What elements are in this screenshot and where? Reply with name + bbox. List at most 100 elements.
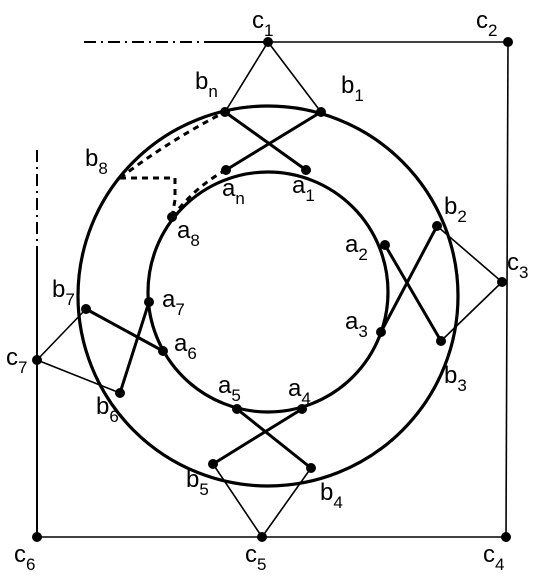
label-b6-sub: 6 (109, 407, 118, 426)
node-c5 (257, 532, 267, 542)
node-b3 (436, 336, 446, 346)
label-b8: b8 (85, 145, 108, 178)
label-b4-sub: 4 (333, 493, 342, 512)
label-c3-base: c (507, 249, 519, 276)
frame (36, 41, 268, 537)
label-a4-base: a (288, 375, 302, 402)
label-a3: a3 (345, 308, 368, 341)
node-b2 (432, 221, 442, 231)
label-a8-sub: 8 (190, 231, 199, 250)
edge-c3-b2 (436, 225, 503, 283)
node-a8 (167, 212, 177, 222)
edge-b6-a7 (118, 301, 151, 394)
node-a7 (144, 297, 154, 307)
label-a5-sub: 5 (231, 386, 240, 405)
edge-c7-b6 (36, 359, 121, 394)
node-a1 (301, 165, 311, 175)
edge-b3-a2 (383, 244, 443, 342)
edge-b7-a6 (85, 307, 164, 353)
edge-b2-a3 (379, 225, 439, 333)
label-c3-sub: 3 (519, 263, 528, 282)
label-c7-base: c (6, 344, 18, 371)
label-a3-base: a (345, 308, 359, 335)
label-b7: b7 (52, 276, 75, 309)
node-b4 (306, 463, 316, 473)
label-c2-sub: 2 (488, 21, 497, 40)
label-a1-base: a (292, 172, 306, 199)
label-an-base: a (222, 175, 236, 202)
node-c2 (503, 37, 513, 47)
edge-c5-b5 (212, 463, 263, 538)
label-b4-base: b (320, 479, 333, 506)
label-b5-base: b (186, 466, 199, 493)
node-a3 (376, 327, 386, 337)
label-c4: c4 (483, 541, 504, 574)
label-c6-base: c (14, 541, 26, 568)
label-a4: a4 (288, 375, 311, 408)
label-c1-sub: 1 (264, 21, 273, 40)
label-b1: b1 (341, 72, 364, 105)
label-b5-sub: 5 (199, 480, 208, 499)
label-a6: a6 (174, 330, 197, 363)
edge-bn-a1 (224, 110, 307, 172)
edge-c5-b4 (261, 467, 312, 538)
label-c6-sub: 6 (26, 555, 35, 574)
node-c7 (32, 355, 42, 365)
edge-c7-b7 (36, 308, 87, 361)
node-a6 (158, 346, 168, 356)
node-c4 (501, 532, 511, 542)
node-c6 (32, 532, 42, 542)
label-c5-sub: 5 (257, 555, 266, 574)
label-a2: a2 (345, 231, 368, 264)
edge-c2-c4 (505, 41, 509, 538)
label-b2: b2 (444, 193, 467, 226)
label-bn-sub: n (208, 82, 217, 101)
label-a6-sub: 6 (187, 344, 196, 363)
edge-b5-a4 (212, 407, 303, 466)
label-an: an (222, 175, 245, 208)
node-a4 (297, 404, 307, 414)
label-c6: c6 (14, 541, 35, 574)
inner-ring (146, 170, 390, 414)
node-a5 (232, 404, 242, 414)
label-a7-base: a (162, 286, 176, 313)
label-c5: c5 (245, 541, 266, 574)
label-a3-sub: 3 (358, 322, 367, 341)
label-b6-base: b (96, 393, 109, 420)
label-b3-base: b (444, 362, 457, 389)
node-b1 (316, 107, 326, 117)
label-b3-sub: 3 (457, 376, 466, 395)
label-c7: c7 (6, 344, 27, 377)
node-b6 (115, 388, 125, 398)
label-c2: c2 (476, 7, 497, 40)
label-a1: a1 (292, 172, 315, 205)
edge-c1-b1 (267, 41, 322, 113)
edges (36, 41, 509, 538)
label-a5: a5 (218, 372, 241, 405)
label-a2-sub: 2 (358, 245, 367, 264)
label-a5-base: a (218, 372, 232, 399)
label-b7-sub: 7 (65, 290, 74, 309)
node-an (221, 165, 231, 175)
label-b7-base: b (52, 276, 65, 303)
node-b5 (208, 459, 218, 469)
dashed-edges (119, 110, 227, 218)
nodes (32, 37, 513, 542)
node-b7 (81, 304, 91, 314)
label-c7-sub: 7 (18, 358, 27, 377)
label-b1-sub: 1 (354, 86, 363, 105)
label-b2-sub: 2 (457, 207, 466, 226)
label-b2-base: b (444, 193, 457, 220)
node-c3 (497, 277, 507, 287)
label-bn: bn (195, 68, 218, 101)
dashed-edge-b8-a8 (120, 176, 177, 218)
label-b6: b6 (96, 393, 119, 426)
node-a2 (380, 240, 390, 250)
label-b4: b4 (320, 479, 343, 512)
label-c1-base: c (252, 7, 264, 34)
label-a1-sub: 1 (305, 186, 314, 205)
node-bn (220, 107, 230, 117)
label-b8-sub: 8 (98, 159, 107, 178)
